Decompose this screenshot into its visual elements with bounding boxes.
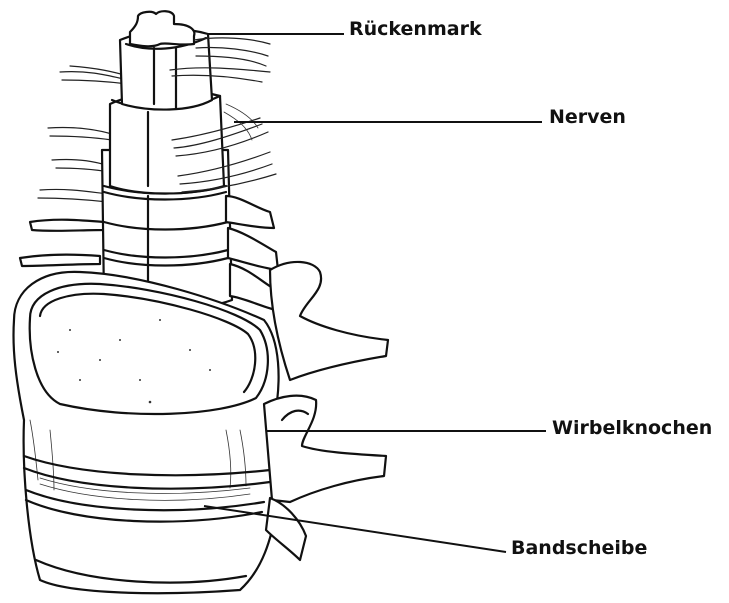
vertebra-large — [13, 272, 278, 593]
lower-processes — [264, 396, 386, 560]
label-nerves: Nerven — [549, 108, 626, 127]
label-vertebra: Wirbelknochen — [552, 419, 712, 438]
label-disc: Bandscheibe — [511, 539, 647, 558]
label-spinal-cord: Rückenmark — [349, 20, 482, 39]
